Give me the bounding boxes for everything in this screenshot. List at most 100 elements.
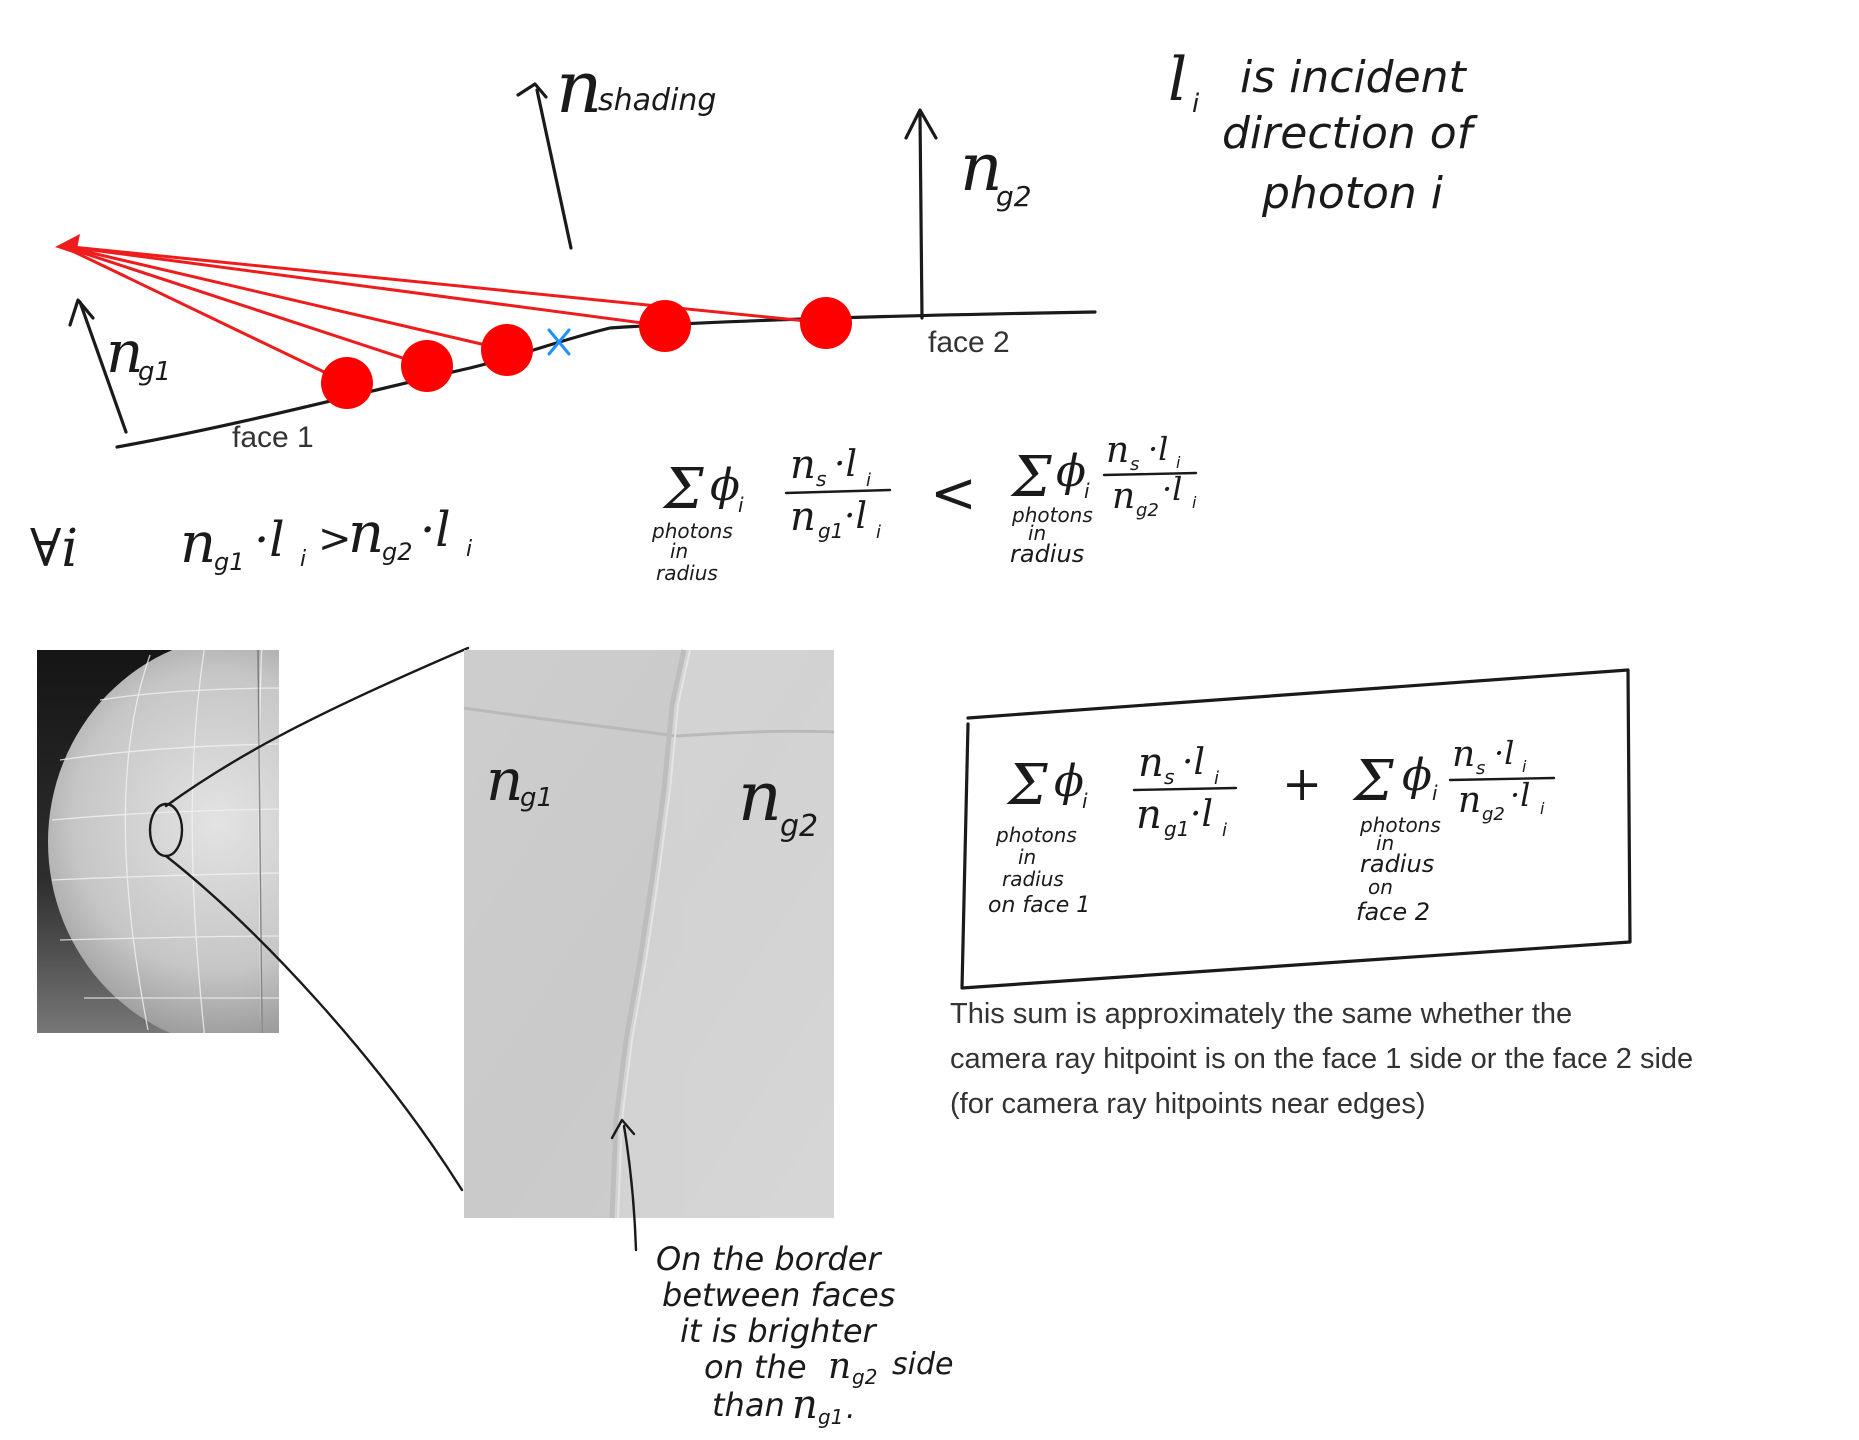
boxed-right-fraction-bar bbox=[1448, 776, 1556, 782]
normal-inequality: ∀i n g1 ·l i > n g2 ·l i bbox=[30, 501, 472, 579]
ineq-rhs-dot: ·l bbox=[420, 502, 451, 558]
boxed-left-under4: on face 1 bbox=[988, 893, 1090, 918]
boxed-right-num-dot-sub: i bbox=[1522, 757, 1527, 776]
sum-right-den-dot-sub: i bbox=[1192, 493, 1197, 512]
zoom-connector-bottom bbox=[164, 854, 464, 1192]
photon-ray-arrowhead bbox=[55, 234, 80, 254]
zoomed-edge-image: n g1 n g2 bbox=[463, 649, 835, 1219]
sum-left-fraction-bar bbox=[784, 488, 892, 495]
sum-right-den-sub: g2 bbox=[1136, 500, 1159, 521]
note-line1: is incident bbox=[1240, 52, 1468, 103]
red-dot-icon bbox=[800, 297, 852, 349]
n-shading-arrowhead bbox=[516, 82, 548, 99]
n-g1-left-label: n bbox=[106, 318, 143, 386]
red-dot-icon bbox=[639, 300, 691, 352]
ineq-rhs-sub: g2 bbox=[382, 538, 413, 566]
boxed-right-num-dot: ·l bbox=[1494, 734, 1514, 772]
sum-right-under1: photons bbox=[1011, 503, 1093, 527]
annotation-line5-n: n bbox=[792, 1382, 818, 1428]
n-g1-arrowhead bbox=[68, 298, 95, 327]
zoom-connector-top bbox=[164, 646, 470, 808]
sum-left-phi-sub: i bbox=[738, 493, 744, 517]
boxed-right-under5: face 2 bbox=[1356, 898, 1430, 926]
sum-comparison: Σ ϕ i n s ·l i n g1 ·l i photons in radi… bbox=[651, 430, 1198, 585]
boxed-right-sigma: Σ bbox=[1352, 749, 1394, 814]
boxed-left-fraction-bar bbox=[1132, 786, 1238, 792]
boxed-right-den-dot: ·l bbox=[1510, 776, 1530, 814]
sum-left-under3: radius bbox=[656, 561, 718, 585]
incident-direction-note: l i is incident direction of photon i bbox=[1168, 45, 1479, 219]
sum-right-phi: ϕ bbox=[1056, 446, 1086, 497]
red-dot-icon bbox=[401, 340, 453, 392]
note-l: l bbox=[1168, 45, 1187, 115]
caption-line2: camera ray hitpoint is on the face 1 sid… bbox=[950, 1043, 1694, 1075]
boxed-sum: Σ ϕ i n s ·l i n g1 ·l i photons in radi… bbox=[960, 668, 1632, 990]
sum-right-sigma: Σ bbox=[1010, 445, 1052, 510]
boxed-left-under2: in bbox=[1018, 845, 1036, 869]
boxed-right-num-sub: s bbox=[1476, 758, 1485, 779]
sum-right-num-dot: ·l bbox=[1148, 430, 1168, 468]
ineq-lhs-sub: g1 bbox=[214, 548, 245, 576]
sum-left-den: n bbox=[790, 494, 816, 540]
photon-ray bbox=[61, 244, 827, 325]
sum-right-under2: in bbox=[1028, 521, 1046, 545]
sum-right-phi-sub: i bbox=[1084, 479, 1090, 503]
boxed-right-under3: radius bbox=[1360, 850, 1434, 878]
red-dot-icon bbox=[321, 357, 373, 409]
annotation-line4-n: n bbox=[828, 1346, 851, 1387]
caption-line3: (for camera ray hitpoints near edges) bbox=[950, 1088, 1426, 1120]
face2-label: face 2 bbox=[928, 326, 1010, 359]
zoom-n-g2-sub: g2 bbox=[780, 809, 818, 844]
sum-left-den-dot: ·l bbox=[844, 496, 867, 537]
sum-right-fraction-bar bbox=[1102, 471, 1198, 477]
x-mark-icon bbox=[547, 328, 571, 356]
note-line3: photon i bbox=[1261, 168, 1444, 219]
boxed-left-num-sub: s bbox=[1164, 765, 1174, 789]
boxed-left-den-dot-sub: i bbox=[1222, 820, 1227, 841]
annotation-line5-sub: g1 bbox=[818, 1405, 843, 1429]
boxed-left-den-sub: g1 bbox=[1164, 817, 1189, 841]
sum-left-under2: in bbox=[670, 539, 688, 563]
boxed-left-den-dot: ·l bbox=[1190, 794, 1213, 835]
boxed-left-num-dot-sub: i bbox=[1214, 768, 1219, 789]
boxed-left-den: n bbox=[1136, 792, 1162, 838]
annotation-line3: it is brighter bbox=[680, 1312, 878, 1350]
ineq-lhs-dot: ·l bbox=[254, 512, 285, 568]
annotation-line4b: side bbox=[892, 1347, 953, 1382]
border-annotation: On the border between faces it is bright… bbox=[656, 1240, 953, 1429]
border-annotation-arrowhead bbox=[610, 1118, 636, 1140]
sum-left-sigma: Σ bbox=[662, 457, 704, 522]
zoom-n-g2-label: n bbox=[738, 758, 782, 837]
zoom-n-g1-label: n bbox=[486, 746, 523, 814]
face1-label: face 1 bbox=[232, 421, 314, 454]
n-shading-arrow bbox=[535, 88, 573, 250]
n-g1-arrow bbox=[78, 300, 128, 434]
ineq-lhs-n: n bbox=[180, 511, 216, 576]
photon-ray bbox=[61, 244, 348, 385]
caption-line1: This sum is approximately the same wheth… bbox=[950, 998, 1573, 1030]
annotation-line4a: on the bbox=[704, 1348, 807, 1386]
boxed-left-num: n bbox=[1138, 740, 1164, 786]
boxed-right-den-sub: g2 bbox=[1482, 804, 1505, 825]
ineq-rhs-n: n bbox=[348, 501, 384, 566]
forall-symbol: ∀i bbox=[30, 519, 78, 579]
n-g1-left-sub: g1 bbox=[138, 357, 171, 387]
boxed-right-under4: on bbox=[1368, 875, 1393, 899]
boxed-right-den-dot-sub: i bbox=[1540, 799, 1545, 818]
border-annotation-arrow bbox=[622, 1124, 638, 1252]
photon-ray bbox=[61, 244, 508, 352]
sum-left-num-dot-sub: i bbox=[866, 470, 871, 491]
sum-right-num: n bbox=[1106, 430, 1129, 471]
ineq-gt: > bbox=[318, 516, 352, 562]
boxed-right-num: n bbox=[1452, 734, 1475, 775]
sum-left-phi: ϕ bbox=[710, 460, 740, 511]
less-than-symbol: < bbox=[930, 461, 977, 526]
sphere-render-image bbox=[37, 650, 279, 1033]
boxed-left-num-dot: ·l bbox=[1182, 742, 1205, 783]
boxed-left-under3: radius bbox=[1002, 867, 1064, 891]
sum-left-under1: photons bbox=[651, 519, 733, 543]
boxed-left-sigma: Σ bbox=[1006, 753, 1048, 818]
sum-caption: This sum is approximately the same wheth… bbox=[950, 992, 1850, 1127]
sum-left-den-sub: g1 bbox=[818, 519, 843, 543]
